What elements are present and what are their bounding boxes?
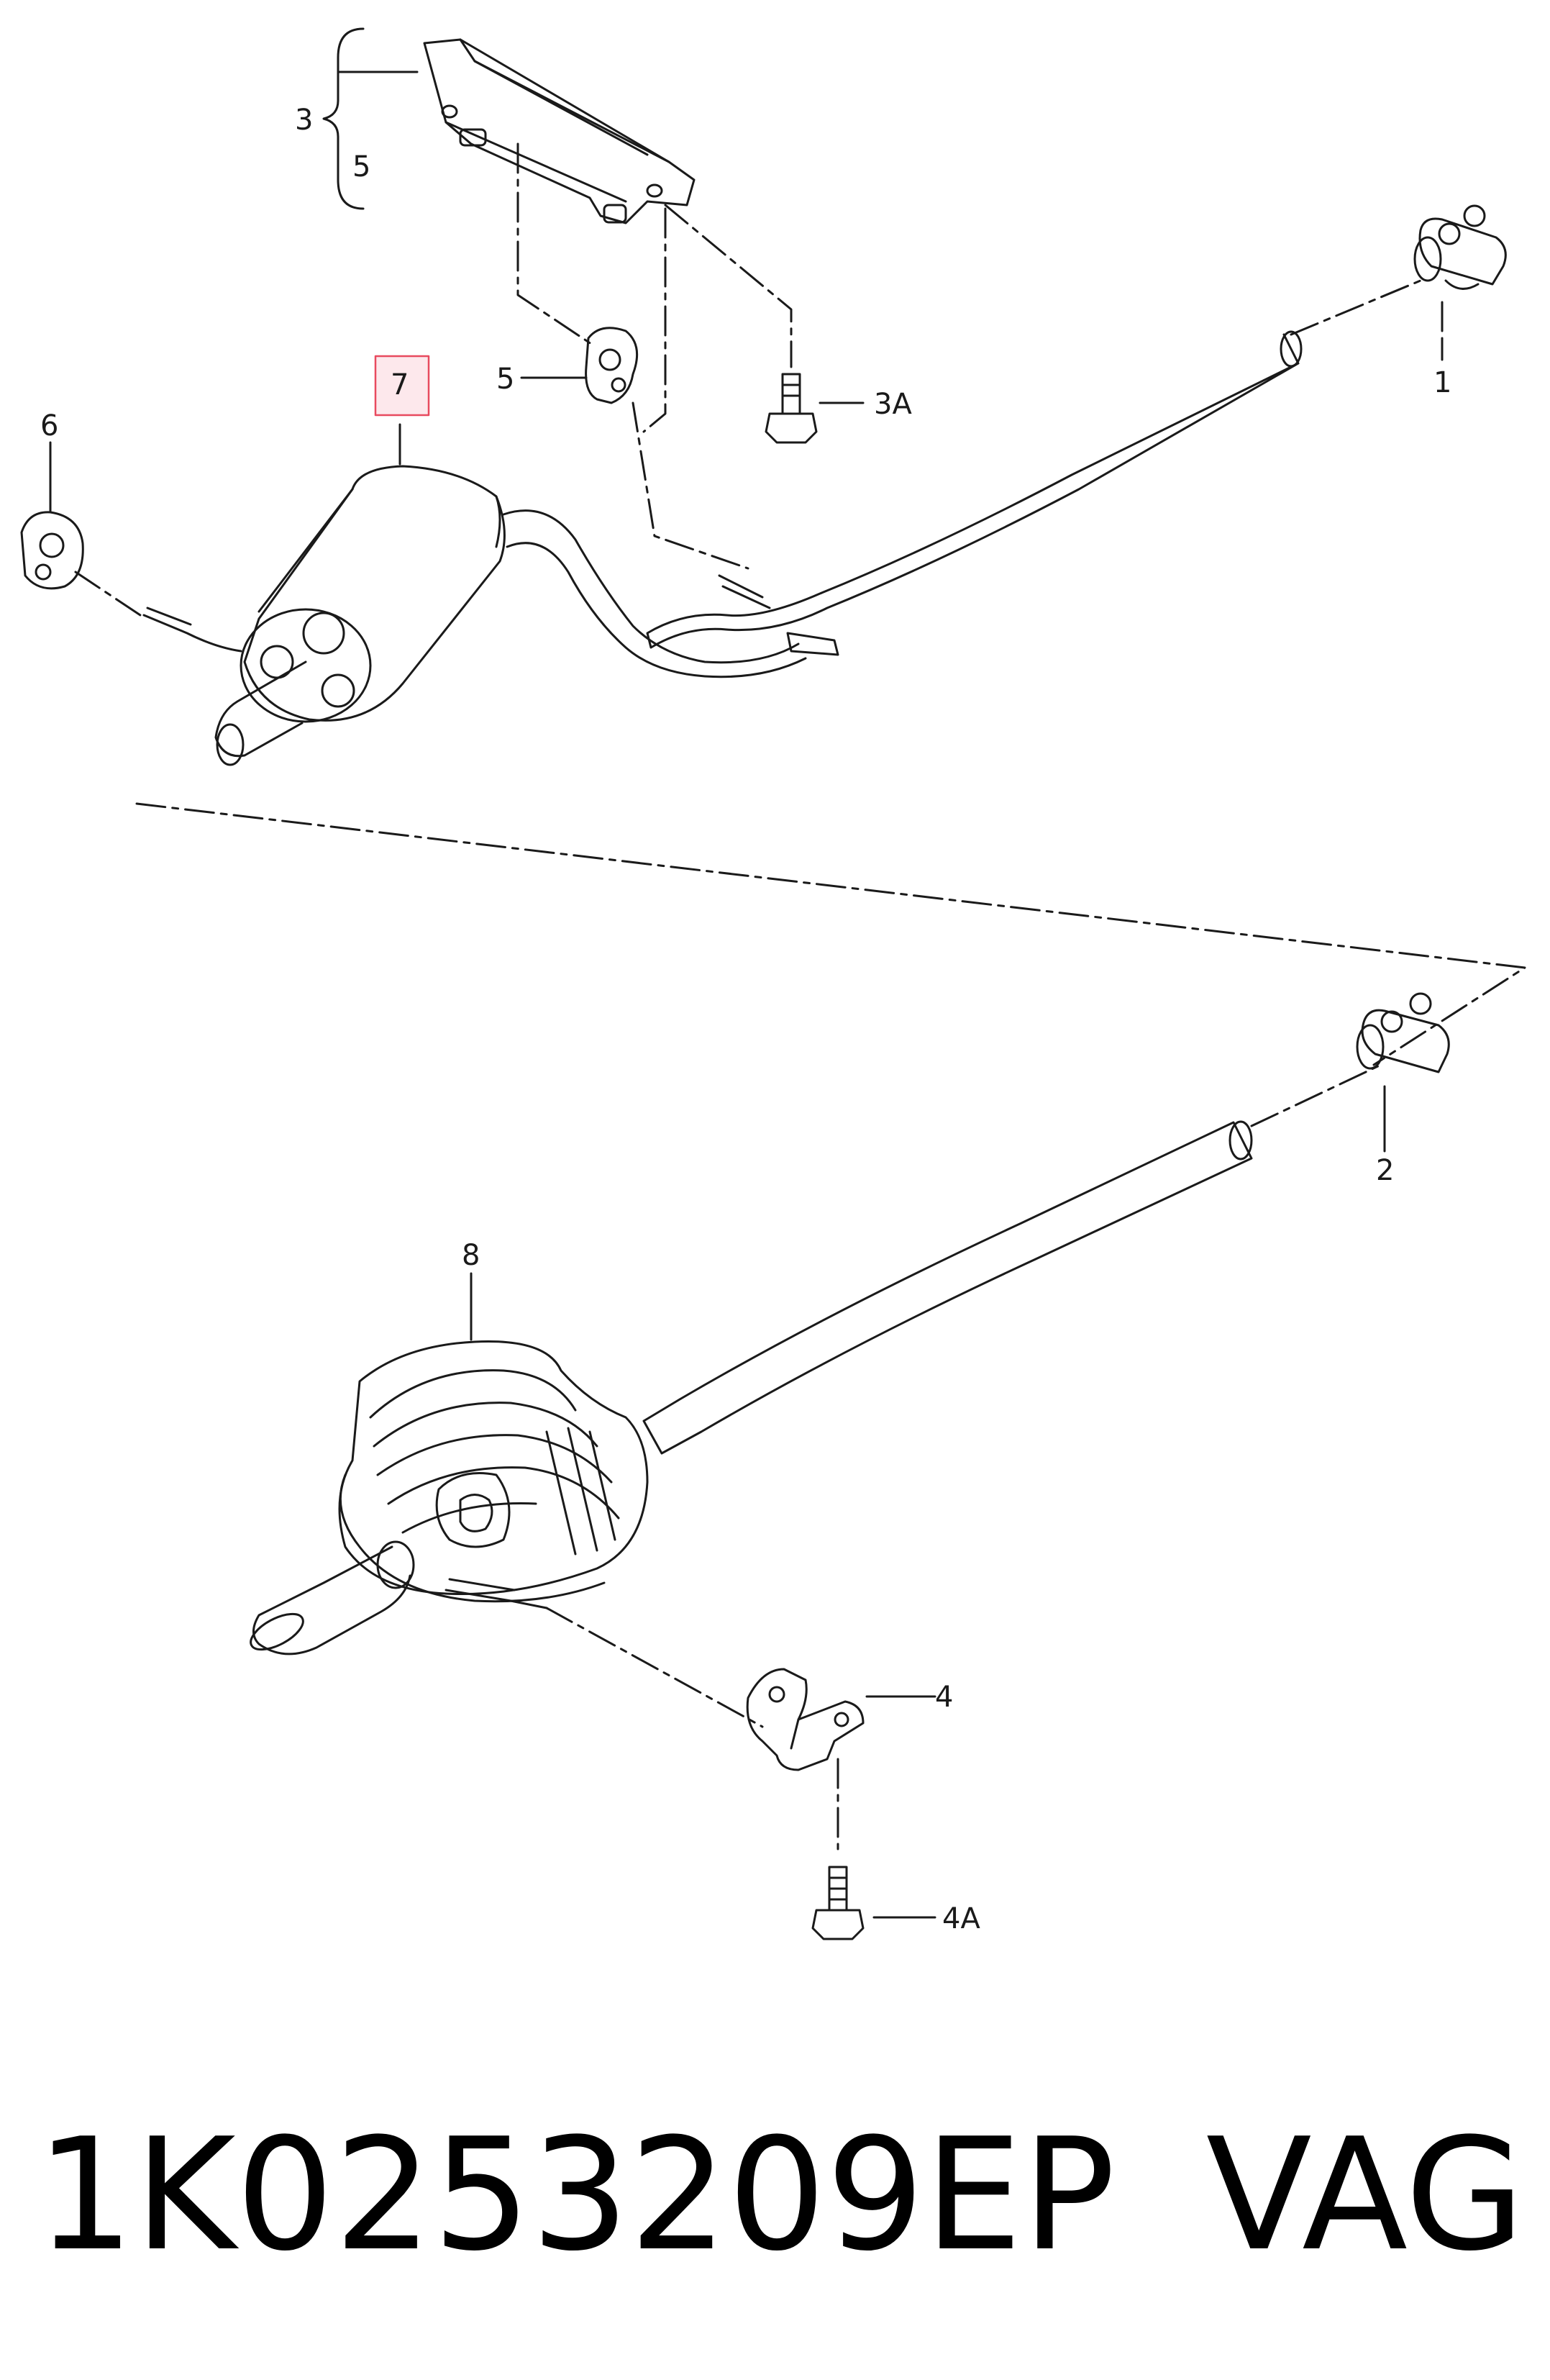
pipe-clamp-1-icon: [1413, 204, 1507, 290]
rubber-hanger-6-icon: [20, 511, 84, 590]
callout-4a: 4A: [942, 1902, 980, 1935]
dashed-assembly-lines: [74, 142, 1526, 1850]
mounting-bracket: [423, 38, 696, 224]
callout-3: 3: [295, 104, 313, 137]
callout-5: 5: [496, 363, 514, 396]
callout-5-bracket: 5: [352, 150, 370, 183]
brand-name: VAG: [1205, 2104, 1525, 2285]
pipe-clamp-2-icon: [1356, 992, 1450, 1073]
callout-1: 1: [1433, 366, 1451, 399]
callout-4: 4: [935, 1681, 953, 1714]
callout-7: 7: [391, 368, 409, 401]
rubber-hanger-5-icon: [585, 327, 639, 404]
callout-8: 8: [462, 1239, 480, 1272]
rear-silencer-8: [250, 1120, 1253, 1655]
exhaust-system-diagram: 3 5 5 3A 1 6 7 2 8 4 4A: [20, 27, 1526, 1940]
rear-bracket-4-icon: [746, 1668, 865, 1771]
callout-6: 6: [40, 409, 58, 442]
bolt-4a-icon: [811, 1866, 865, 1940]
middle-silencer-7: [142, 330, 1303, 766]
callout-7-highlight: [374, 355, 430, 417]
callout-2: 2: [1376, 1154, 1394, 1187]
bolt-3a-icon: [765, 373, 818, 444]
part-number: 1K0253209EP: [36, 2104, 1116, 2285]
callout-3a: 3A: [874, 388, 912, 421]
footer-caption: 1K0253209EP VAG: [36, 2086, 1525, 2302]
bracket-brace: [322, 27, 365, 210]
